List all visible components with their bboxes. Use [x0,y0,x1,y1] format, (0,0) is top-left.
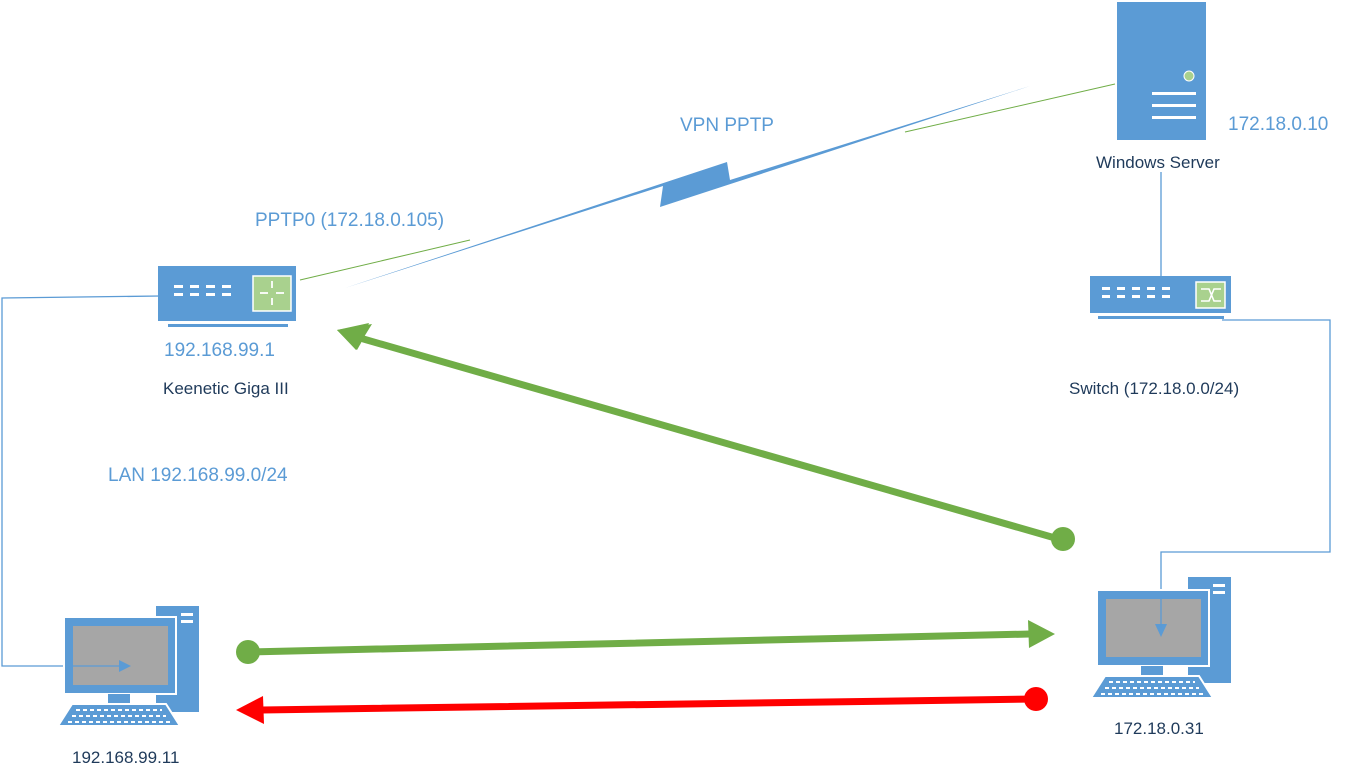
green-arrow-horizontal-shaft [244,630,1034,656]
lan-label: LAN 192.168.99.0/24 [108,465,288,486]
vpn-thin-line-router [299,239,471,281]
workstation-icon [56,606,199,727]
vpn-lightning-bolt [345,86,1030,288]
router-ip-label: 192.168.99.1 [164,340,275,361]
router-name-label: Keenetic Giga III [163,379,289,398]
left-pc-ip-label: 192.168.99.11 [72,748,179,767]
switch-icon [1090,276,1231,319]
vpn-thin-line-server [904,83,1116,133]
link-switch-right-pc [1160,319,1331,630]
server-icon [1117,2,1206,140]
pptp-interface-label: PPTP0 (172.18.0.105) [255,210,444,231]
link-arrowhead-left-pc-overlay [119,660,131,672]
right-pc-ip-label: 172.18.0.31 [1114,719,1204,738]
green-arrow-diagonal-head-fill [337,324,372,350]
red-arrow-shaft [258,695,1040,714]
switch-name-label: Switch (172.18.0.0/24) [1069,379,1239,398]
server-ip-label: 172.18.0.10 [1228,114,1328,135]
green-arrow-horizontal-start [236,640,260,664]
workstation-icon [1089,577,1231,699]
red-arrow-start [1024,687,1048,711]
server-name-label: Windows Server [1096,153,1220,172]
link-arrowhead-right-pc-overlay [1155,624,1167,637]
green-arrow-horizontal-head [1028,620,1055,648]
green-arrow-diagonal-start [1051,527,1075,551]
green-arrow-diagonal-shaft [356,334,1066,544]
red-arrow-head [236,696,264,724]
vpn-label: VPN PPTP [680,115,774,136]
router-icon [158,266,296,327]
